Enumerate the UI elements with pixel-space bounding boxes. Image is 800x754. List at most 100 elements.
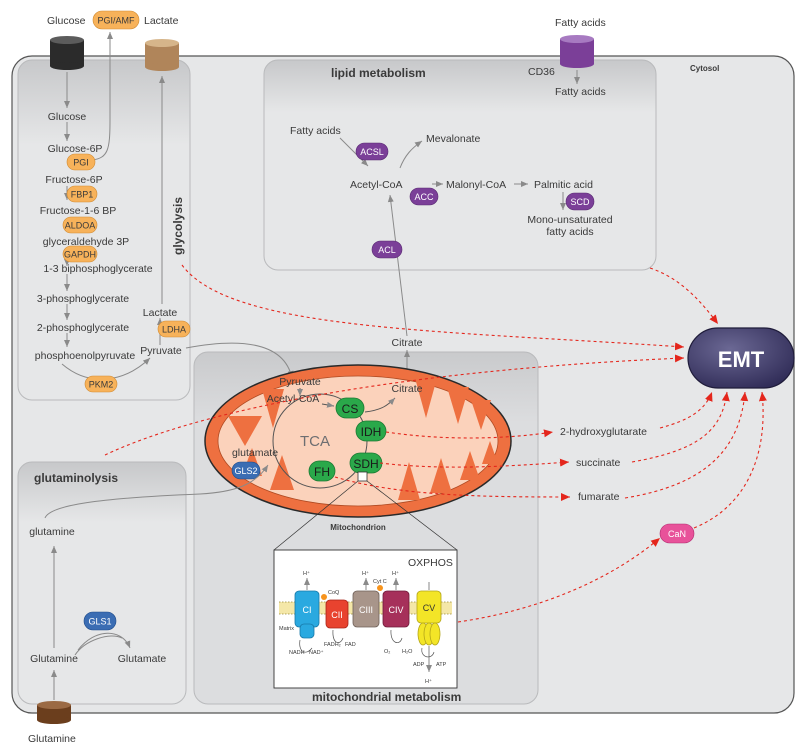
metabolite-citrate-mito: Citrate (392, 383, 423, 395)
svg-text:ALDOA: ALDOA (65, 221, 96, 231)
emt-node: EMT (687, 327, 795, 389)
enzyme-pgi-amf (92, 10, 140, 30)
enzyme-cs: CS (335, 397, 365, 419)
metabolite-fatty-acids-lipid: Fatty acids (290, 125, 341, 137)
metabolite-3pg: 3-phosphoglycerate (37, 293, 129, 305)
glutaminolysis-heading: glutaminolysis (34, 471, 118, 485)
enzyme-acl: ACL (371, 240, 403, 259)
lactate-transporter-label: Lactate (144, 15, 179, 27)
complex-cii: CII (325, 599, 349, 629)
h-plus-cv: H⁺ (425, 678, 432, 685)
oxphos-zoom-box (357, 471, 368, 482)
glutamine-transporter-label: Glutamine (28, 733, 76, 745)
svg-text:EMT: EMT (718, 347, 765, 372)
glycolysis-panel (17, 59, 191, 401)
svg-text:CaN: CaN (668, 529, 686, 539)
cd36-label: CD36 (528, 66, 555, 78)
glucose-transporter-label: Glucose (47, 15, 86, 27)
metabolite-2-hydroxyglutarate: 2-hydroxyglutarate (560, 426, 647, 438)
tca-label: TCA (300, 433, 330, 450)
h-plus-ciii: H⁺ (362, 570, 369, 577)
metabolite-glucose-6p: Glucose-6P (48, 143, 103, 155)
metabolite-glutamate-mito: glutamate (232, 447, 278, 459)
metabolite-lactate: Lactate (143, 307, 178, 319)
matrix-label: Matrix (279, 626, 294, 632)
enzyme-acsl: ACSL (355, 142, 389, 161)
svg-text:PGI: PGI (73, 158, 89, 168)
enzyme-sdh: SDH (349, 452, 383, 474)
nad-label: NAD⁺ (309, 649, 324, 656)
metabolite-pep: phosphoenolpyruvate (35, 350, 136, 362)
fatty-acids-transporter-label: Fatty acids (555, 17, 606, 29)
metabolite-mufa-1: Mono-unsaturated (527, 214, 612, 226)
svg-text:CI: CI (303, 605, 312, 615)
glutamine-transporter (37, 701, 71, 724)
complex-civ: CIV (382, 590, 410, 628)
lipid-panel (263, 59, 657, 271)
fadh-label: FADH₂ (324, 642, 341, 648)
o2-label: O₂ (384, 649, 390, 655)
metabolite-glutamine-cyto: glutamine (29, 526, 75, 538)
enzyme-fbp1: FBP1 (66, 185, 98, 203)
glutaminolysis-panel (17, 461, 187, 705)
metabolite-pyruvate-mito: Pyruvate (279, 376, 321, 388)
nadh-label: NADH (289, 650, 305, 656)
lactate-transporter (145, 39, 179, 71)
atp-label: ATP (436, 662, 447, 668)
svg-text:GLS2: GLS2 (234, 466, 257, 476)
metabolite-glutamate-low: Glutamate (118, 653, 167, 665)
complex-ci: CI (294, 590, 320, 639)
enzyme-gapdh: GAPDH (62, 245, 98, 263)
enzyme-fh: FH (308, 460, 336, 482)
glucose-transporter (50, 36, 84, 70)
enzyme-can: CaN (659, 523, 695, 544)
glycolysis-heading: glycolysis (171, 197, 185, 255)
fatty-acids-cytosol: Fatty acids (555, 86, 606, 98)
cytc-icon (377, 585, 383, 591)
mito-metabolism-heading: mitochondrial metabolism (312, 690, 461, 704)
svg-text:LDHA: LDHA (162, 325, 186, 335)
cytosol-label: Cytosol (690, 64, 719, 73)
svg-text:IDH: IDH (361, 425, 382, 439)
svg-text:ACL: ACL (378, 245, 396, 255)
metabolite-succinate: succinate (576, 457, 621, 469)
coq-label: CoQ (328, 590, 340, 596)
metabolite-fructose-16bp: Fructose-1-6 BP (40, 205, 116, 217)
svg-text:GAPDH: GAPDH (64, 250, 96, 260)
enzyme-ldha: LDHA (157, 320, 191, 338)
enzyme-pgi: PGI (66, 153, 96, 171)
metabolite-acetyl-coa-cyto: Acetyl-CoA (350, 179, 403, 191)
metabolite-citrate-cyto: Citrate (392, 337, 423, 349)
fad-label: FAD (345, 642, 356, 648)
enzyme-gls2: GLS2 (231, 461, 261, 480)
complex-cv: CV (416, 590, 442, 646)
svg-text:FBP1: FBP1 (71, 190, 94, 200)
svg-text:CII: CII (331, 610, 343, 620)
svg-text:CIV: CIV (388, 605, 403, 615)
complex-ciii: CIII (352, 590, 380, 628)
enzyme-scd: SCD (565, 192, 595, 211)
enzyme-aldoa: ALDOA (62, 216, 98, 234)
enzyme-pgi-amf-label: PGI/AMF (97, 16, 135, 26)
svg-text:CS: CS (342, 402, 359, 416)
mitochondrion (204, 364, 512, 518)
metabolite-13bpg: 1-3 biphosphoglycerate (43, 263, 152, 275)
oxphos-label: OXPHOS (408, 557, 453, 569)
svg-text:ACC: ACC (414, 192, 434, 202)
lipid-heading: lipid metabolism (331, 66, 426, 80)
metabolite-g3p: glyceraldehyde 3P (43, 236, 129, 248)
h-plus-civ: H⁺ (392, 570, 399, 577)
svg-text:ACSL: ACSL (360, 147, 384, 157)
svg-text:FH: FH (314, 465, 330, 479)
adp-label: ADP (413, 662, 425, 668)
svg-text:PKM2: PKM2 (89, 380, 114, 390)
metabolite-malonyl-coa: Malonyl-CoA (446, 179, 506, 191)
metabolite-2pg: 2-phosphoglycerate (37, 322, 129, 334)
metabolite-pyruvate: Pyruvate (140, 345, 182, 357)
enzyme-pkm2: PKM2 (84, 375, 118, 393)
mitochondrion-label: Mitochondrion (330, 523, 386, 532)
svg-text:CV: CV (423, 603, 436, 613)
svg-text:GLS1: GLS1 (88, 617, 111, 627)
enzyme-gls1: GLS1 (83, 611, 117, 631)
cytc-label: Cyt C (373, 579, 387, 585)
